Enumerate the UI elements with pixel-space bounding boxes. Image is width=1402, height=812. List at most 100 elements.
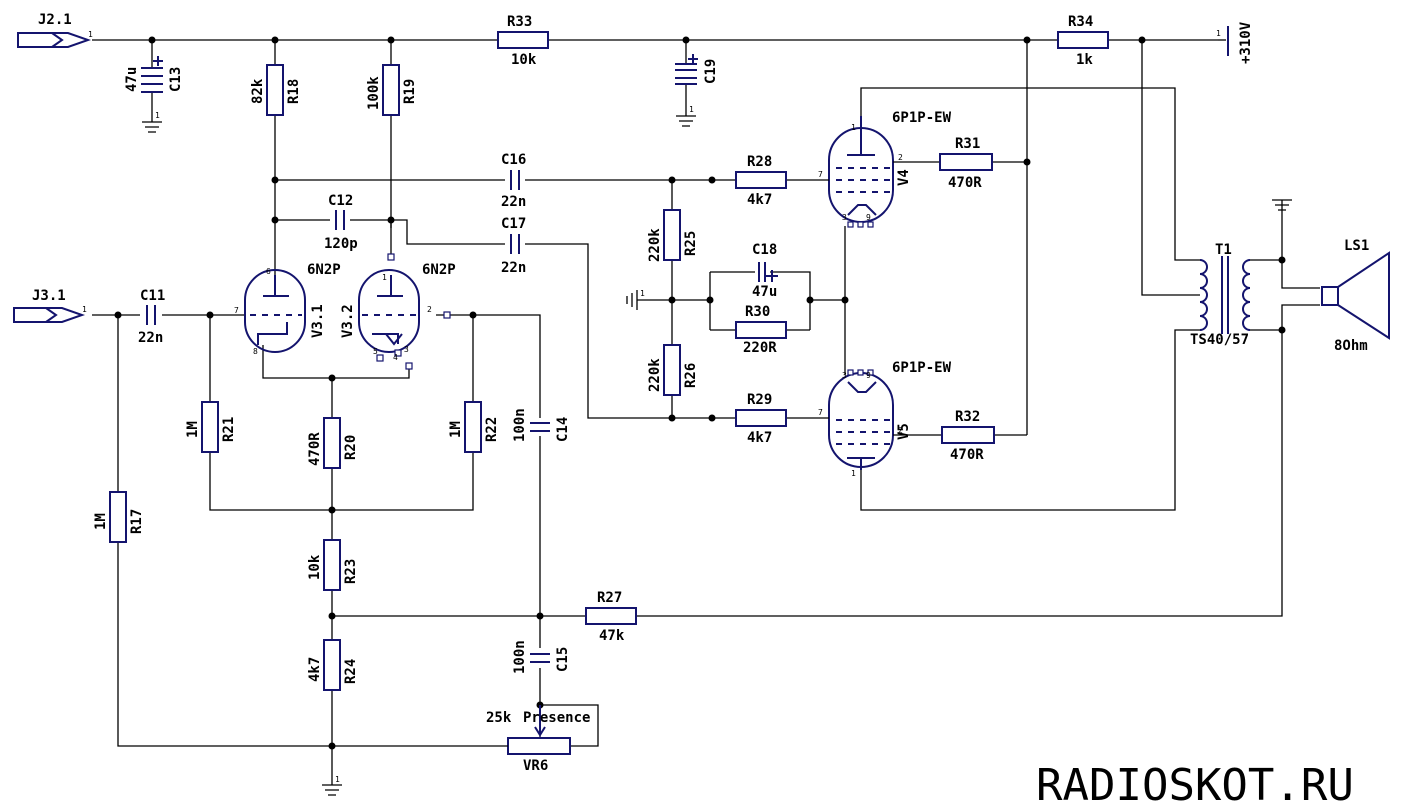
ground-symbol-bottom: 1 xyxy=(322,775,342,796)
svg-text:6P1P-EW: 6P1P-EW xyxy=(892,110,952,126)
resistor-r22: 1M R22 xyxy=(448,401,500,453)
potentiometer-vr6: 25k Presence VR6 xyxy=(332,705,590,774)
svg-text:120p: 120p xyxy=(324,236,358,252)
resistor-r33: R33 10k xyxy=(497,14,549,68)
svg-text:1: 1 xyxy=(851,469,856,478)
svg-text:4k7: 4k7 xyxy=(747,430,772,446)
svg-text:C17: C17 xyxy=(501,216,526,232)
resistor-r17: 1M R17 xyxy=(93,491,145,543)
svg-text:22n: 22n xyxy=(138,330,163,346)
svg-text:C13: C13 xyxy=(168,67,184,92)
capacitor-c18: C18 47u xyxy=(752,242,778,300)
svg-text:V3.1: V3.1 xyxy=(310,304,326,338)
svg-text:220R: 220R xyxy=(743,340,777,356)
svg-text:V4: V4 xyxy=(896,169,912,186)
svg-text:R24: R24 xyxy=(343,659,359,684)
svg-text:T1: T1 xyxy=(1215,242,1232,258)
svg-text:R31: R31 xyxy=(955,136,980,152)
ground-symbol-output xyxy=(1272,199,1292,211)
svg-text:470R: 470R xyxy=(948,175,982,191)
svg-text:3: 3 xyxy=(404,345,409,354)
svg-text:R25: R25 xyxy=(683,231,699,256)
svg-text:R28: R28 xyxy=(747,154,772,170)
resistor-r28: R28 4k7 xyxy=(735,154,787,208)
junction-dots xyxy=(114,36,1286,750)
svg-text:1M: 1M xyxy=(448,421,464,438)
svg-text:4: 4 xyxy=(393,353,398,362)
svg-text:7: 7 xyxy=(234,306,239,315)
svg-text:8Ohm: 8Ohm xyxy=(1334,338,1368,354)
watermark: RADIOSKOT.RU xyxy=(1036,760,1354,811)
svg-text:1: 1 xyxy=(851,123,856,132)
svg-text:R20: R20 xyxy=(343,435,359,460)
resistor-r19: 100k R19 xyxy=(366,64,418,116)
svg-text:C19: C19 xyxy=(703,59,719,84)
j2-pin: 1 xyxy=(88,30,93,39)
supply-pin: 1 xyxy=(1216,29,1221,38)
svg-text:100n: 100n xyxy=(512,408,528,442)
svg-text:R18: R18 xyxy=(286,79,302,104)
svg-text:R32: R32 xyxy=(955,409,980,425)
capacitor-c15: 100n C15 xyxy=(512,640,571,674)
resistor-r24: 4k7 R24 xyxy=(307,639,359,691)
capacitor-c12: C12 120p xyxy=(324,193,358,252)
resistor-r27: R27 47k xyxy=(585,590,637,644)
capacitor-c19: C19 xyxy=(675,54,719,85)
svg-text:R29: R29 xyxy=(747,392,772,408)
svg-text:1: 1 xyxy=(155,111,160,120)
svg-text:47k: 47k xyxy=(599,628,625,644)
j3-pin: 1 xyxy=(82,305,87,314)
svg-text:22n: 22n xyxy=(501,260,526,276)
svg-text:10k: 10k xyxy=(511,52,537,68)
svg-text:C18: C18 xyxy=(752,242,777,258)
wires xyxy=(92,39,1320,775)
svg-text:82k: 82k xyxy=(250,78,266,104)
tube-v5: 2 7 1 3 9 V5 6P1P-EW xyxy=(818,360,952,478)
svg-text:47u: 47u xyxy=(752,284,777,300)
ground-symbol-c13: 1 xyxy=(142,111,162,133)
resistor-r25: 220k R25 xyxy=(647,209,699,262)
svg-text:R22: R22 xyxy=(484,417,500,442)
svg-text:6N2P: 6N2P xyxy=(422,262,456,278)
svg-text:1M: 1M xyxy=(93,513,109,530)
tube-v4: 1 2 7 3 9 V4 6P1P-EW xyxy=(818,110,952,228)
svg-text:220k: 220k xyxy=(647,358,663,392)
ground-symbol-bias: 1 xyxy=(626,289,645,310)
resistor-r23: 10k R23 xyxy=(307,539,359,591)
svg-text:R30: R30 xyxy=(745,304,770,320)
svg-text:2: 2 xyxy=(427,305,432,314)
svg-text:C14: C14 xyxy=(555,417,571,442)
svg-text:470R: 470R xyxy=(950,447,984,463)
tube-v32: 1 2 3 4 5 V3.2 6N2P xyxy=(340,253,456,370)
svg-text:R23: R23 xyxy=(343,559,359,584)
svg-text:Presence: Presence xyxy=(523,710,590,726)
resistor-r30: R30 220R xyxy=(735,304,787,356)
svg-text:4k7: 4k7 xyxy=(747,192,772,208)
svg-text:9: 9 xyxy=(866,371,871,380)
svg-text:R34: R34 xyxy=(1068,14,1093,30)
svg-text:3: 3 xyxy=(842,213,847,222)
connector-j3: J3.1 1 xyxy=(13,288,87,323)
svg-text:25k: 25k xyxy=(486,710,512,726)
svg-text:1: 1 xyxy=(335,775,340,784)
svg-text:R17: R17 xyxy=(129,509,145,534)
svg-text:6: 6 xyxy=(266,267,271,276)
svg-text:R19: R19 xyxy=(402,79,418,104)
svg-text:10k: 10k xyxy=(307,554,323,580)
svg-text:100n: 100n xyxy=(512,640,528,674)
supply-terminal: 1 +310V xyxy=(1216,21,1254,64)
svg-text:R21: R21 xyxy=(221,417,237,442)
svg-text:R33: R33 xyxy=(507,14,532,30)
svg-text:4k7: 4k7 xyxy=(307,657,323,682)
svg-text:R27: R27 xyxy=(597,590,622,606)
connector-j2: J2.1 1 xyxy=(17,12,93,48)
svg-text:9: 9 xyxy=(866,213,871,222)
j3-ref: J3.1 xyxy=(32,288,66,304)
resistor-r20: 470R R20 xyxy=(307,417,359,469)
resistor-r26: 220k R26 xyxy=(647,344,699,396)
svg-text:C16: C16 xyxy=(501,152,526,168)
speaker-ls1: LS1 8Ohm xyxy=(1321,238,1390,354)
capacitor-c14: 100n C14 xyxy=(512,408,571,442)
supply-label: +310V xyxy=(1238,21,1254,64)
